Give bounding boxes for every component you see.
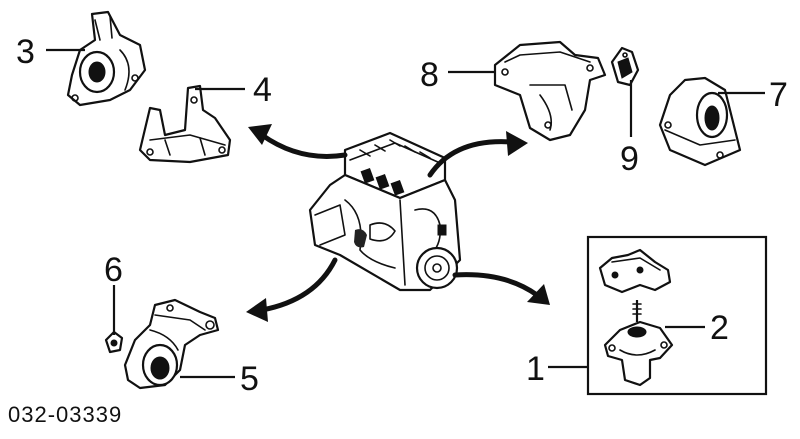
mount-8 <box>493 40 607 142</box>
mount-1 <box>598 248 674 387</box>
callout-6: 6 <box>104 251 123 289</box>
mount-3 <box>66 10 147 107</box>
mount-4 <box>138 84 232 164</box>
arrow-to-mount-4 <box>248 124 348 159</box>
callout-5: 5 <box>240 360 259 398</box>
mount-5 <box>123 298 220 390</box>
inset-frame <box>586 235 768 396</box>
arrow-to-mount-8 <box>427 131 528 178</box>
callout-7: 7 <box>769 76 788 114</box>
callout-1: 1 <box>526 350 545 388</box>
callout-9: 9 <box>620 140 639 178</box>
callout-2: 2 <box>710 309 729 347</box>
diagram-part-number: 032-03339 <box>8 402 122 427</box>
mount-9 <box>610 46 640 87</box>
bolt-6 <box>104 330 124 354</box>
arrow-to-mount-1 <box>452 272 550 305</box>
callout-4: 4 <box>253 71 272 109</box>
callout-8: 8 <box>420 56 439 94</box>
arrow-to-mount-5 <box>246 257 338 322</box>
callout-3: 3 <box>16 33 35 71</box>
mount-7 <box>658 76 742 167</box>
engine-block <box>308 131 462 292</box>
